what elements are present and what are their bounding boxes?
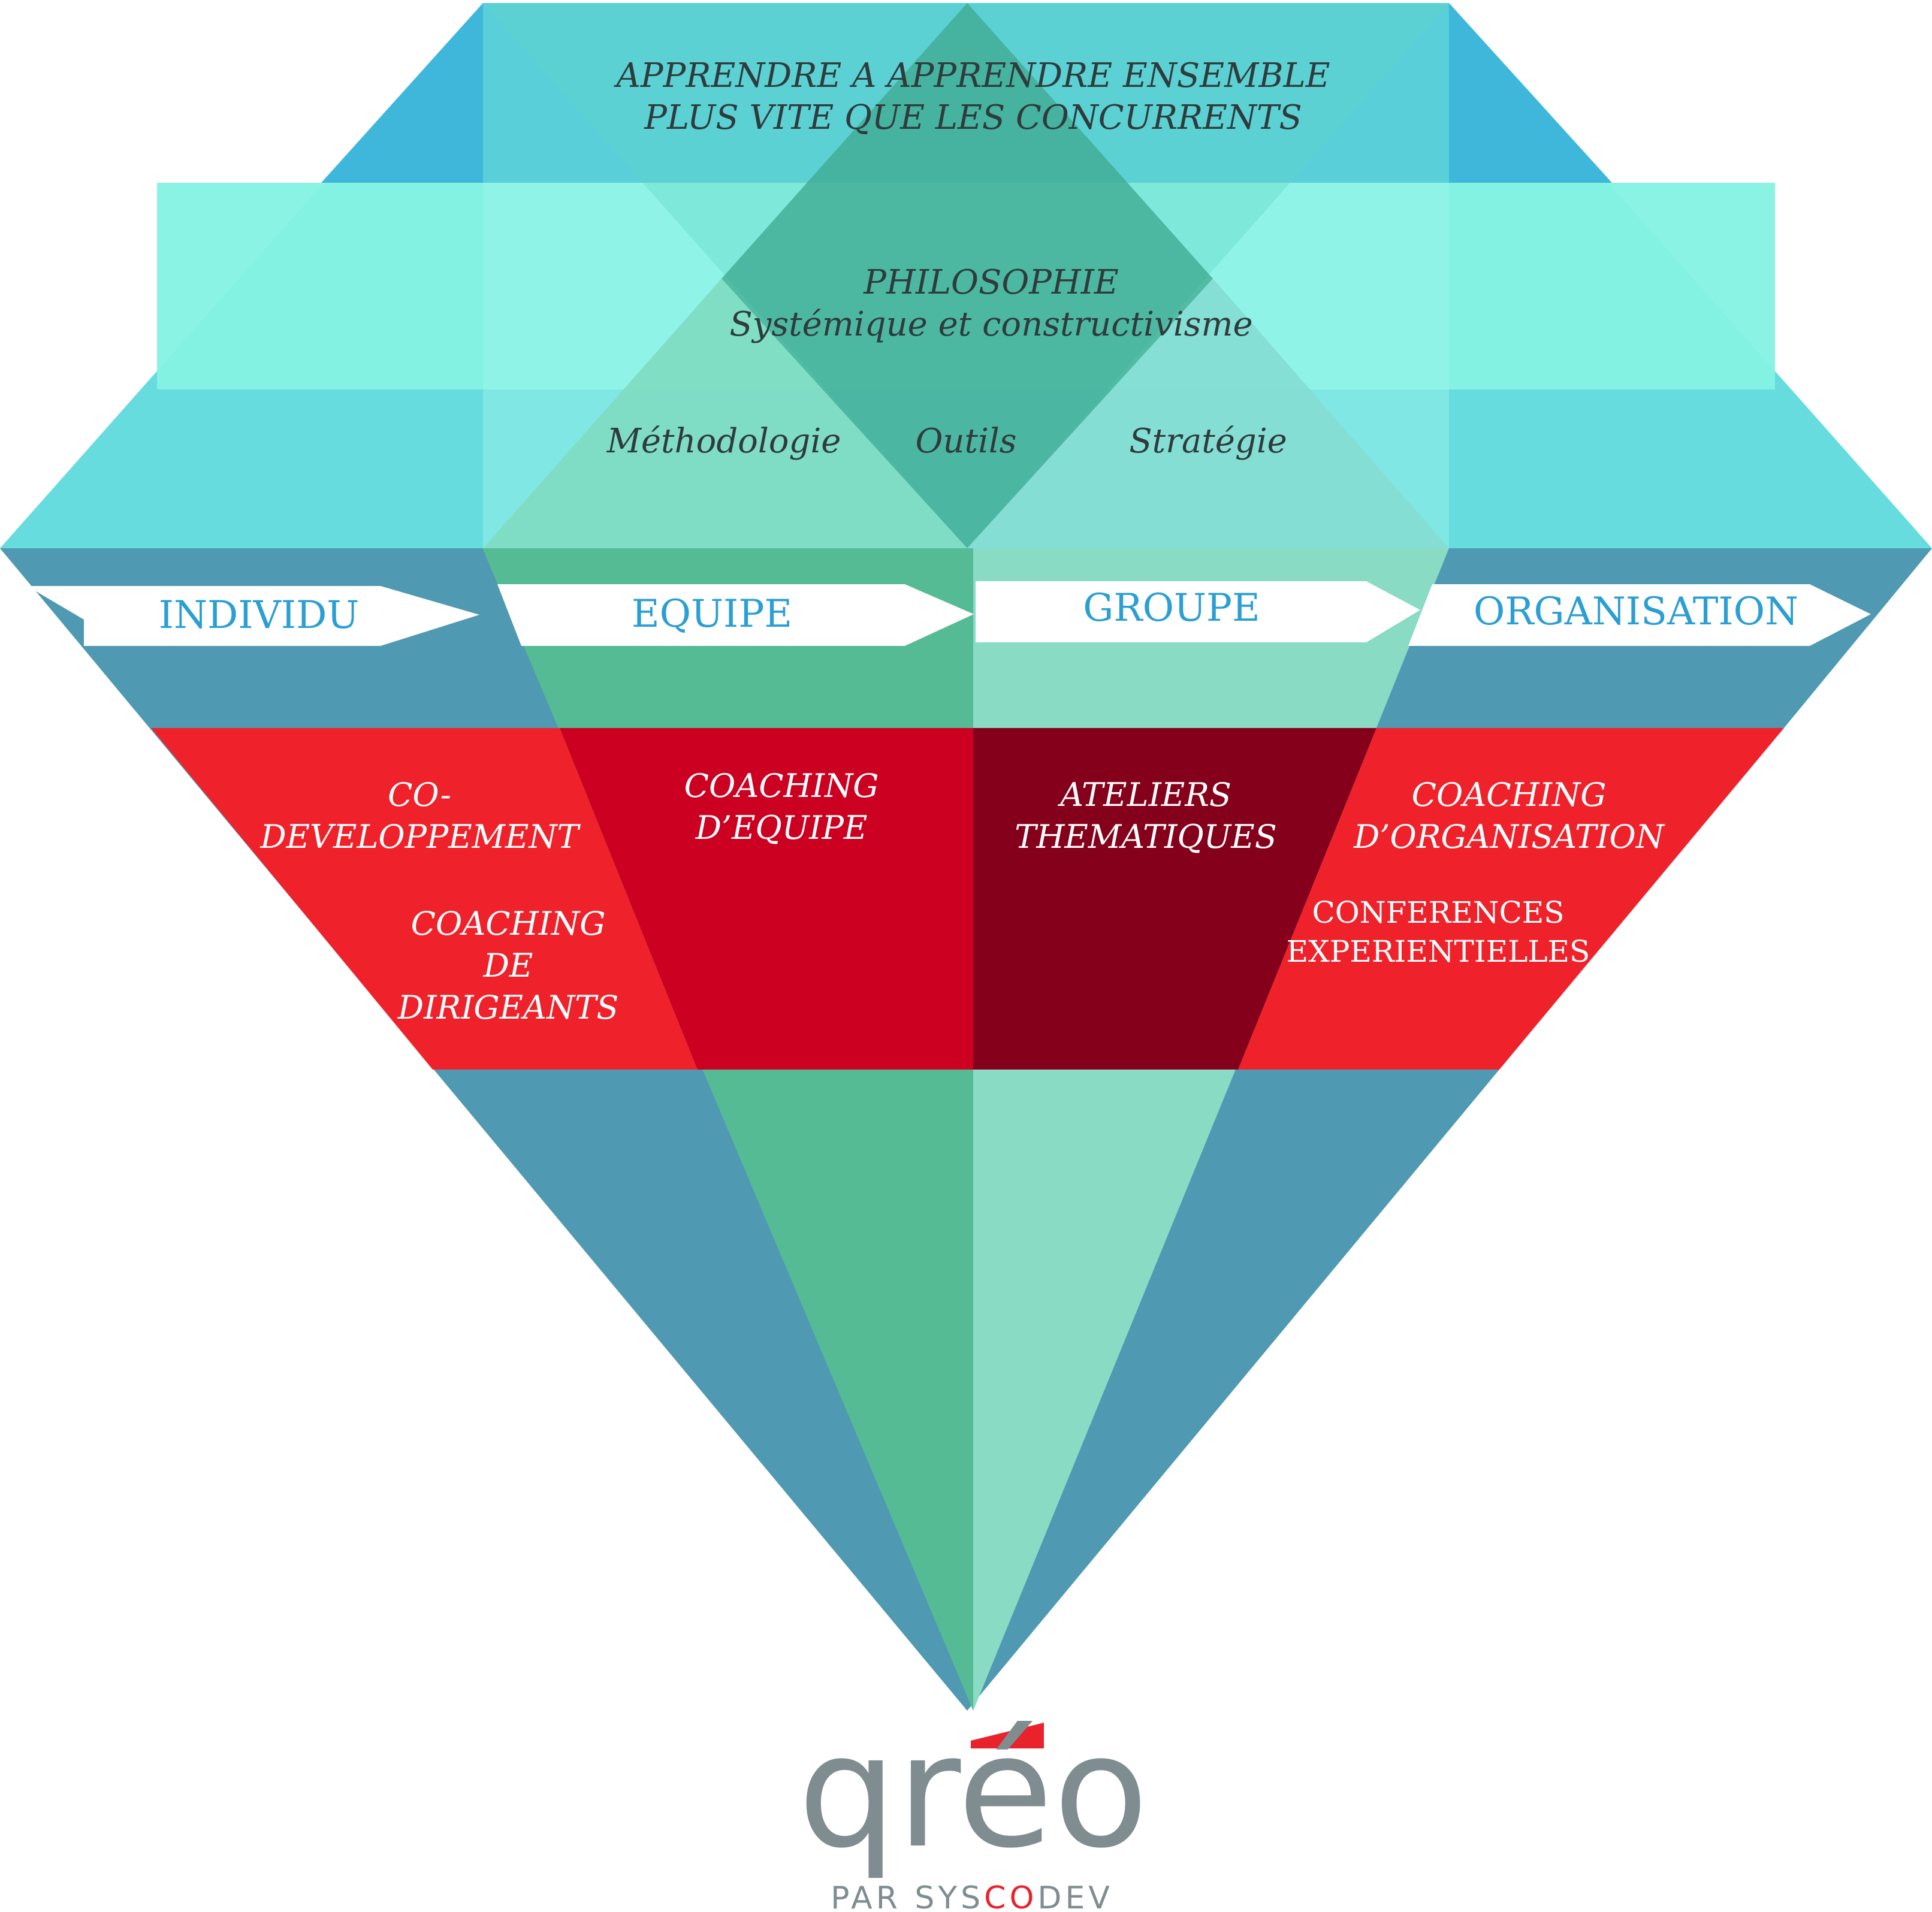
band-groupe: [973, 728, 1376, 1070]
label-methodologie: Méthodologie: [606, 422, 841, 461]
level-equipe: EQUIPE: [632, 592, 792, 636]
arrow-organisation: [1408, 584, 1871, 646]
coaching-dirigeants-line-1: COACHING: [411, 905, 606, 943]
mission-line-2: PLUS VITE QUE LES CONCURRENTS: [644, 98, 1302, 137]
coaching-organisation-line-1: COACHING: [1412, 776, 1607, 814]
levels-arrows: INDIVIDU EQUIPE GROUPE ORGANISATION: [27, 581, 1871, 646]
logo-accent-mark: [971, 1723, 1044, 1748]
logo-tagline-highlight: CO: [984, 1880, 1037, 1912]
coaching-dirigeants-line-3: DIRIGEANTS: [397, 989, 618, 1026]
crown-texts: APPRENDRE A APPRENDRE ENSEMBLE PLUS VITE…: [606, 56, 1330, 461]
coaching-dirigeants-line-2: DE: [483, 947, 533, 984]
crown-rhombus: [722, 3, 1213, 548]
level-organisation: ORGANISATION: [1474, 590, 1798, 634]
ateliers-line-2: THEMATIQUES: [1015, 818, 1276, 856]
offer-texts: CO- DEVELOPPEMENT COACHING DE DIRIGEANTS…: [259, 767, 1665, 1026]
crown-facet-strategie: [967, 279, 1449, 548]
arrow-groupe: [976, 581, 1420, 642]
mission-line-1: APPRENDRE A APPRENDRE ENSEMBLE: [613, 56, 1330, 95]
conferences-line-1: CONFERENCES: [1312, 895, 1564, 930]
logo-tagline-suffix: DEV: [1037, 1880, 1113, 1912]
level-individu: INDIVIDU: [159, 593, 360, 638]
level-groupe: GROUPE: [1083, 586, 1260, 630]
band-organisation: [1238, 728, 1784, 1070]
ateliers-line-1: ATELIERS: [1057, 776, 1231, 814]
philosophy-subtitle: Systémique et constructivisme: [729, 305, 1252, 344]
band-equipe: [560, 728, 973, 1070]
logo-tagline-prefix: PAR SYS: [831, 1880, 984, 1912]
conferences-line-2: EXPERIENTIELLES: [1287, 934, 1590, 969]
arrow-equipe: [497, 584, 974, 646]
logo-wordmark: qréo: [798, 1702, 1148, 1883]
diamond-crown: [0, 3, 1932, 728]
arrow-individu: [27, 586, 479, 646]
coaching-equipe-line-2: D’EQUIPE: [695, 809, 868, 847]
coaching-organisation-line-2: D’ORGANISATION: [1353, 818, 1665, 856]
qreo-logo: qréo PAR SYSCODEV: [798, 1702, 1148, 1912]
label-strategie: Stratégie: [1129, 422, 1287, 461]
crown-facet-methodologie: [483, 279, 967, 548]
label-outils: Outils: [915, 422, 1016, 461]
philosophy-title: PHILOSOPHIE: [863, 263, 1119, 302]
codev-line-2: DEVELOPPEMENT: [259, 818, 581, 856]
coaching-equipe-line-1: COACHING: [684, 767, 879, 805]
band-individu: [151, 728, 698, 1070]
logo-tagline: PAR SYSCODEV: [831, 1880, 1113, 1912]
offers-band: [151, 728, 1784, 1070]
codev-line-1: CO-: [388, 776, 451, 814]
